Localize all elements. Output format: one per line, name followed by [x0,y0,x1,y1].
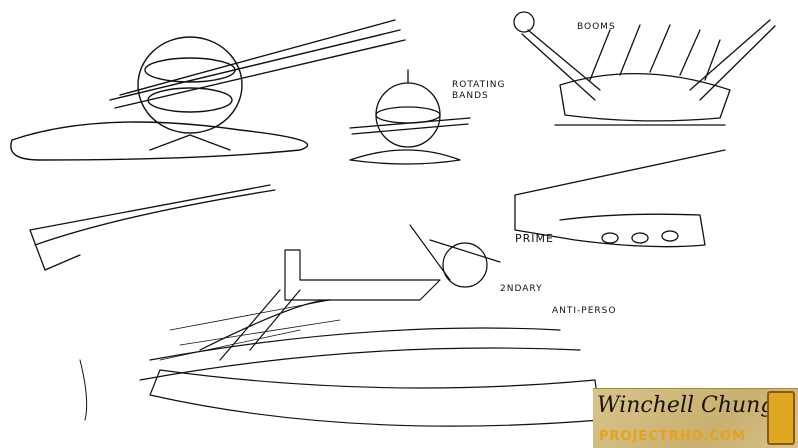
label-secondary: 2NDARY [500,284,543,294]
label-prime: PRIME [515,232,554,245]
rotating-band-sphere-sketch [349,69,471,165]
big-tank-sketch [139,224,601,427]
artist-logo: Winchell Chung PROJECTRHO.COM [593,388,798,448]
logo-site: PROJECTRHO.COM [599,429,746,444]
seal-icon [767,391,795,445]
arm-sketch [29,184,276,271]
margin-scribble [79,359,88,421]
label-rotating-bands: ROTATING BANDS [452,80,506,101]
label-booms: BOOMS [577,22,616,32]
prime-turret-sketch [514,149,726,248]
sphere-tank-sketch [10,19,406,161]
booms-ship-sketch [513,11,776,126]
label-anti-personnel: ANTI-PERSO [552,306,617,316]
logo-name: Winchell Chung [597,393,775,418]
